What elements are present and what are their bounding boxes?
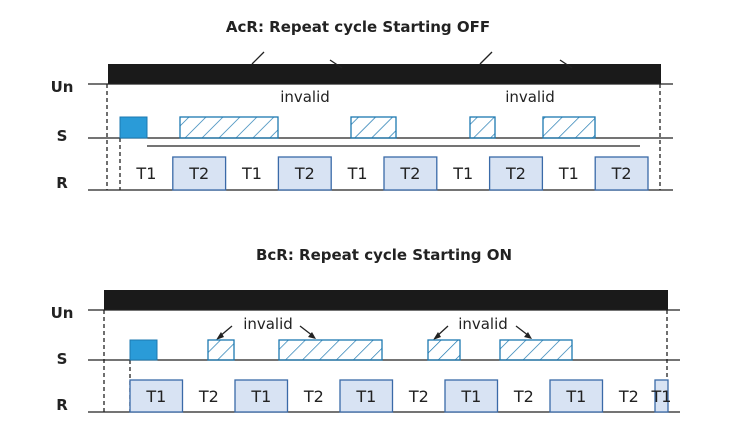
diagram-acr-label-s: S xyxy=(57,127,68,145)
diagram-bcr-ignored-pulse xyxy=(278,339,383,361)
diagram-bcr-r-segment-on xyxy=(339,379,394,413)
diagram-acr-r-segment-label: T2 xyxy=(399,164,420,183)
diagram-bcr-ignored-pulse xyxy=(207,339,235,361)
diagram-acr-r-segment-on xyxy=(172,156,227,191)
diagram-acr-r-segment-label: T2 xyxy=(294,164,315,183)
diagram-bcr-ignored-pulse xyxy=(499,339,573,361)
diagram-acr-r-segment-label: T1 xyxy=(241,164,262,183)
diagram-bcr-title: BcR: Repeat cycle Starting ON xyxy=(256,246,512,264)
diagram-acr-r-segment-label: T1 xyxy=(558,164,579,183)
diagram-acr-un-tick xyxy=(251,51,265,65)
diagram-bcr-r-segment-on xyxy=(234,379,289,413)
diagram-acr-r-segments: T1 T2 T1 T2 T1 T2 T1 T2 T1 T2 xyxy=(135,156,649,191)
diagram-bcr-r-segment-label: T2 xyxy=(303,387,324,406)
diagram-acr-ignored-pulse xyxy=(542,116,596,139)
diagram-bcr-un-bar xyxy=(104,290,668,310)
diagram-acr-r-segment-label: T2 xyxy=(505,164,526,183)
diagram-acr-label-r: R xyxy=(56,174,68,192)
diagram-acr-title: AcR: Repeat cycle Starting OFF xyxy=(226,18,490,36)
diagram-acr-r-segment-label: T1 xyxy=(135,164,156,183)
diagram-bcr-r-segments: T1 T2 T1 T2 T1 T2 T1 T2 T1 T2 T1 xyxy=(129,379,672,413)
diagram-bcr-r-segment-label: T1 xyxy=(565,387,586,406)
diagram-bcr-r-segment-label: T2 xyxy=(198,387,219,406)
diagram-bcr-arrowhead xyxy=(216,332,224,340)
diagram-acr-un-bar xyxy=(108,64,661,84)
diagram-bcr-r-segment-on xyxy=(549,379,604,413)
diagram-bcr-arrowhead xyxy=(524,332,532,339)
diagram-acr-r-segment-on xyxy=(383,156,438,191)
diagram-acr-un-tick xyxy=(479,51,493,65)
diagram-acr-invalid-note-2: invalid xyxy=(505,88,555,106)
diagram-acr-r-segment-label: T2 xyxy=(611,164,632,183)
diagram-bcr-label-un: Un xyxy=(51,304,74,322)
diagram-acr-r-segment-on xyxy=(594,156,649,191)
diagram-bcr-label-r: R xyxy=(56,396,68,414)
diagram-bcr: BcR: Repeat cycle Starting ON Un S R inv… xyxy=(51,246,680,414)
diagram-acr-label-un: Un xyxy=(51,78,74,96)
diagram-bcr-r-segment-label: T2 xyxy=(408,387,429,406)
diagram-bcr-r-segment-label: T1 xyxy=(355,387,376,406)
diagram-acr-un-tick xyxy=(559,59,573,69)
diagram-acr: AcR: Repeat cycle Starting OFF Un S R in… xyxy=(51,18,673,192)
diagram-bcr-invalid-note-2: invalid xyxy=(458,315,508,333)
diagram-acr-un-tick xyxy=(329,59,343,69)
diagram-bcr-trigger-pulse xyxy=(129,339,158,361)
diagram-bcr-r-segment-on xyxy=(444,379,499,413)
diagram-acr-trigger-pulse xyxy=(119,116,148,139)
diagram-bcr-ignored-pulse xyxy=(427,339,461,361)
diagram-bcr-arrowhead xyxy=(308,332,316,339)
diagram-bcr-r-segment-label: T1 xyxy=(145,387,166,406)
diagram-acr-ignored-pulse xyxy=(469,116,496,139)
diagram-bcr-arrowhead xyxy=(433,332,441,340)
diagram-acr-r-segment-label: T2 xyxy=(188,164,209,183)
diagram-acr-ignored-pulse xyxy=(179,116,279,139)
diagram-bcr-r-segment-label: T1 xyxy=(460,387,481,406)
diagram-bcr-r-segment-on xyxy=(129,379,184,413)
diagram-bcr-r-segment-on xyxy=(654,379,669,413)
diagram-bcr-invalid-note-1: invalid xyxy=(243,315,293,333)
diagram-acr-r-segment-on xyxy=(488,156,544,191)
diagram-acr-invalid-note-1: invalid xyxy=(280,88,330,106)
diagram-bcr-label-s: S xyxy=(57,350,68,368)
diagram-bcr-r-segment-label: T1 xyxy=(250,387,271,406)
diagram-bcr-r-segment-label: T2 xyxy=(513,387,534,406)
diagram-acr-r-segment-label: T1 xyxy=(452,164,473,183)
diagram-acr-r-segment-label: T1 xyxy=(347,164,368,183)
diagram-bcr-r-segment-label: T1 xyxy=(651,387,672,406)
diagram-acr-ignored-pulse xyxy=(350,116,397,139)
diagram-bcr-r-segment-label: T2 xyxy=(618,387,639,406)
diagram-acr-r-segment-on xyxy=(277,156,332,191)
